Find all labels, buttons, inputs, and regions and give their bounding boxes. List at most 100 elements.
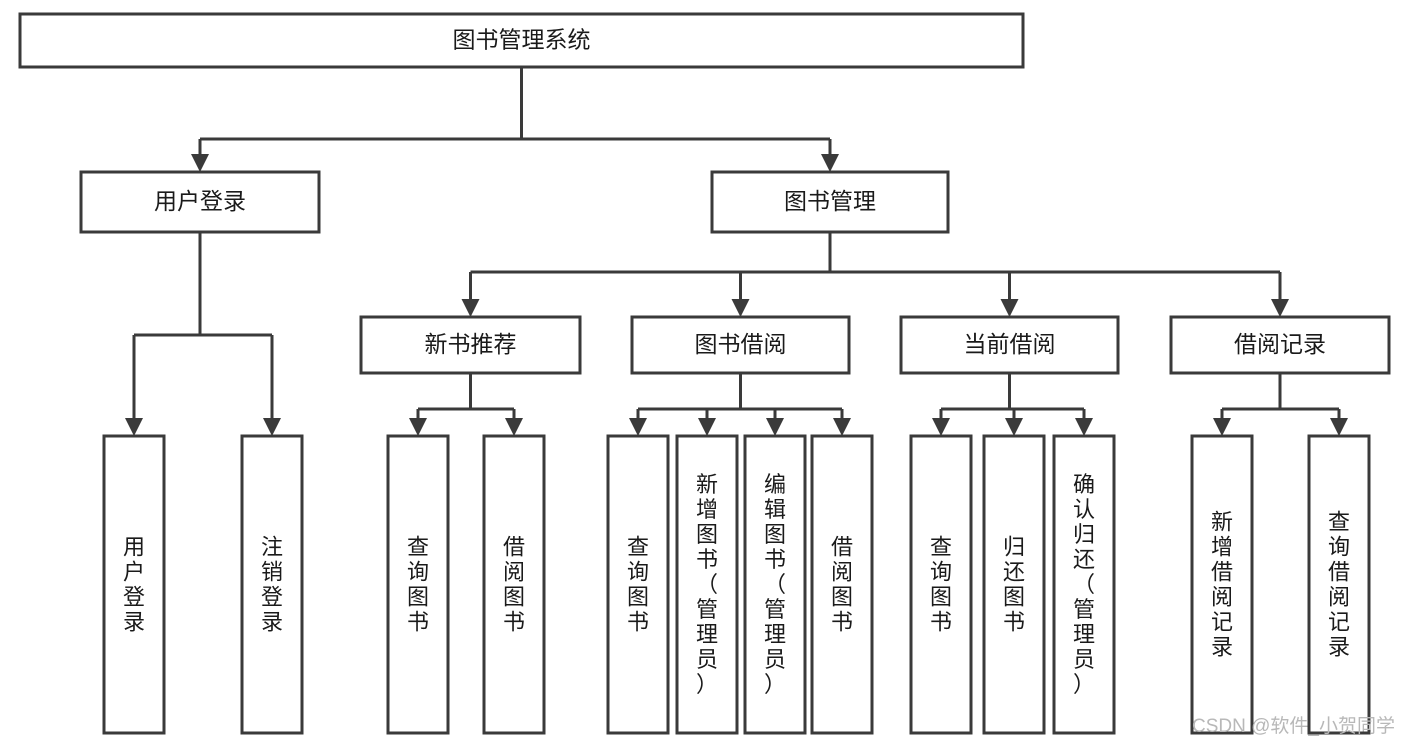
node-label-char: ） xyxy=(764,672,786,697)
node-box xyxy=(743,434,807,735)
node-label-char: 询 xyxy=(627,560,649,585)
node-label-char: 登 xyxy=(123,585,145,610)
node-label-char: 借 xyxy=(831,535,853,560)
node-label-char: 图 xyxy=(627,585,649,610)
node-label-char: 录 xyxy=(1211,635,1233,660)
connectors-layer xyxy=(125,67,1348,436)
node-label-char: 图 xyxy=(696,522,718,547)
node-label-char: 管 xyxy=(1073,597,1095,622)
node-label-char: 增 xyxy=(1211,535,1233,560)
node-label-char: 新 xyxy=(1211,510,1233,535)
node-box xyxy=(240,434,304,735)
node-box xyxy=(1190,434,1254,735)
arrow-head-icon xyxy=(263,418,281,436)
node-label-char: 书 xyxy=(696,547,718,572)
node-box xyxy=(810,434,874,735)
arrow-head-icon xyxy=(461,299,480,317)
nodes-layer: 图书管理系统用户登录图书管理新书推荐图书借阅当前借阅借阅记录用户登录注销登录查询… xyxy=(18,12,1391,735)
node-label-char: 录 xyxy=(1328,635,1350,660)
node-leaf-user-login[interactable]: 用户登录 xyxy=(102,434,166,735)
node-box xyxy=(102,434,166,735)
node-box xyxy=(710,170,950,234)
arrow-head-icon xyxy=(833,418,851,436)
node-label-char: 户 xyxy=(123,560,145,585)
node-label-char: （ xyxy=(696,572,718,597)
node-label-char: 录 xyxy=(261,610,283,635)
node-label-char: 新 xyxy=(696,472,718,497)
node-label-char: 认 xyxy=(1073,497,1095,522)
node-label-char: 理 xyxy=(1073,622,1095,647)
node-label: 图书借阅 xyxy=(695,331,787,357)
node-label-char: 阅 xyxy=(831,560,853,585)
node-label-char: 书 xyxy=(831,610,853,635)
node-box xyxy=(386,434,450,735)
node-user-login[interactable]: 用户登录 xyxy=(79,170,321,234)
node-label-char: 借 xyxy=(1211,560,1233,585)
node-new-book-rec[interactable]: 新书推荐 xyxy=(359,315,582,375)
node-box xyxy=(675,434,739,735)
node-box xyxy=(899,315,1120,375)
node-label-char: 用 xyxy=(123,535,145,560)
node-box xyxy=(1307,434,1371,735)
node-label-char: 图 xyxy=(930,585,952,610)
node-label: 借阅记录 xyxy=(1234,331,1326,357)
node-label-char: 注 xyxy=(261,535,283,560)
arrow-head-icon xyxy=(629,418,647,436)
node-label-char: 管 xyxy=(696,597,718,622)
node-borrow-record[interactable]: 借阅记录 xyxy=(1169,315,1391,375)
arrow-head-icon xyxy=(125,418,143,436)
node-label-char: 归 xyxy=(1073,522,1095,547)
node-label-char: 记 xyxy=(1328,610,1350,635)
node-label-char: 阅 xyxy=(503,560,525,585)
node-label-char: 员 xyxy=(696,647,718,672)
arrow-head-icon xyxy=(1000,299,1019,317)
node-current-borrow[interactable]: 当前借阅 xyxy=(899,315,1120,375)
node-label: 当前借阅 xyxy=(964,331,1056,357)
node-label-char: 询 xyxy=(407,560,429,585)
arrow-head-icon xyxy=(1005,418,1023,436)
node-box xyxy=(909,434,973,735)
arrow-head-icon xyxy=(766,418,784,436)
node-label-char: 记 xyxy=(1211,610,1233,635)
node-label: 图书管理系统 xyxy=(453,27,591,53)
node-label-char: ） xyxy=(696,672,718,697)
node-label-char: 阅 xyxy=(1211,585,1233,610)
node-box xyxy=(982,434,1046,735)
arrow-head-icon xyxy=(1271,299,1289,317)
arrow-head-icon xyxy=(1075,418,1093,436)
node-label: 新书推荐 xyxy=(425,331,517,357)
node-label-char: 图 xyxy=(407,585,429,610)
node-label-char: 还 xyxy=(1003,560,1025,585)
node-box xyxy=(79,170,321,234)
node-label-char: 登 xyxy=(261,585,283,610)
node-label-char: 查 xyxy=(407,535,429,560)
arrow-head-icon xyxy=(821,154,839,172)
node-book-borrow[interactable]: 图书借阅 xyxy=(630,315,851,375)
node-label-char: 借 xyxy=(1328,560,1350,585)
node-label-char: 录 xyxy=(123,610,145,635)
node-label-char: 编 xyxy=(764,472,786,497)
node-book-manage[interactable]: 图书管理 xyxy=(710,170,950,234)
node-label-char: 书 xyxy=(407,610,429,635)
node-label-char: 归 xyxy=(1003,535,1025,560)
node-label-char: 辑 xyxy=(764,497,786,522)
node-box xyxy=(1052,434,1116,735)
node-root[interactable]: 图书管理系统 xyxy=(18,12,1025,69)
node-box xyxy=(630,315,851,375)
node-label-char: 理 xyxy=(696,622,718,647)
node-label-char: 图 xyxy=(831,585,853,610)
